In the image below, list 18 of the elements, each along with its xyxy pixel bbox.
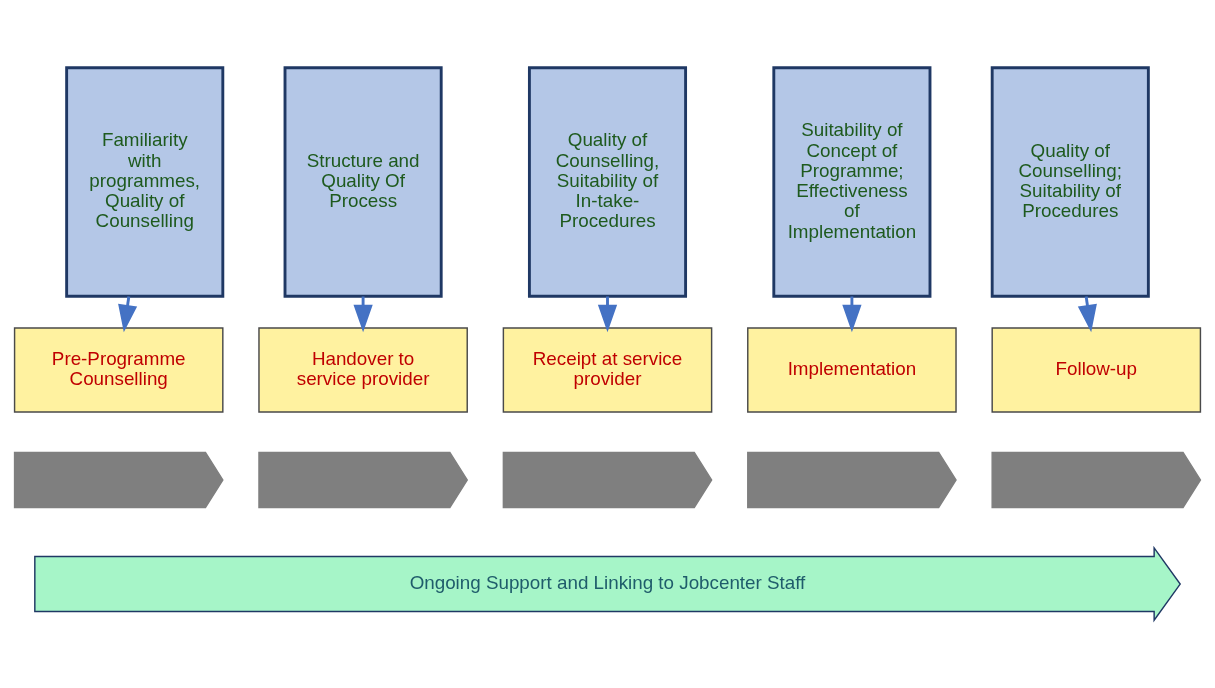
node-arrow [502, 451, 713, 509]
node-box: Quality of Counselling; Suitability of Procedures [990, 66, 1150, 298]
node-box: Pre-Programme Counselling [13, 327, 224, 413]
node-box: Suitability of Concept of Programme; Effectiveness of Implementation [772, 66, 932, 298]
arrow [597, 296, 618, 333]
node-box: Familiarity with programmes, Quality of Counselling [65, 66, 225, 298]
node-box: Handover to service provider [258, 327, 468, 413]
node-arrow [258, 451, 469, 509]
node-box: Receipt at service provider [502, 327, 713, 413]
node-box: Quality of Counselling, Suitability of In-take-Procedures [527, 66, 688, 298]
node-arrow [13, 451, 224, 509]
node-box: Follow-up [991, 327, 1202, 413]
arrow [353, 296, 373, 333]
node-box: Implementation [747, 327, 957, 413]
node-arrow [991, 451, 1202, 509]
node-box: Structure and Quality Of Process [283, 66, 443, 298]
arrow [842, 296, 862, 333]
node-arrow [747, 451, 957, 509]
